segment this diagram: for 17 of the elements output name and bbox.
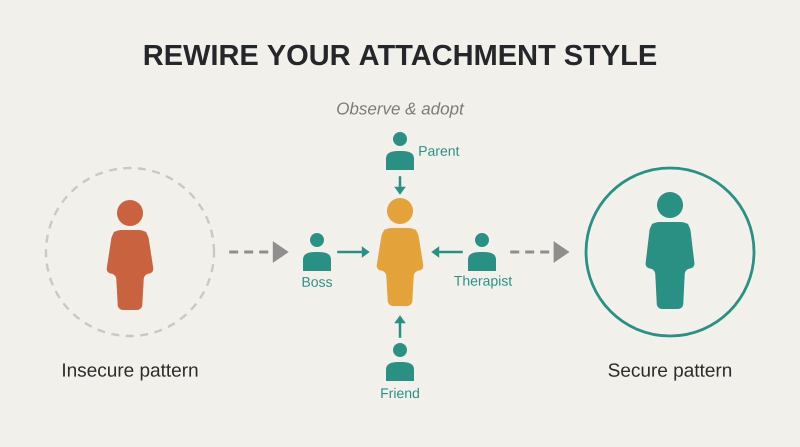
person-icon xyxy=(468,233,496,271)
person-icon xyxy=(386,132,414,170)
person-icon xyxy=(303,233,331,271)
person-label: Boss xyxy=(302,277,332,287)
section-label: Observe & adopt xyxy=(337,102,464,118)
circle-outline xyxy=(584,166,756,338)
person-label: Friend xyxy=(381,388,419,398)
title: REWIRE YOUR ATTACHMENT STYLE xyxy=(144,44,656,66)
person-figure xyxy=(376,198,424,306)
person-label: Parent xyxy=(419,146,460,156)
dashed-circle xyxy=(44,166,216,338)
pattern-label: Secure pattern xyxy=(608,363,732,381)
person-icon xyxy=(386,343,414,381)
pattern-label: Insecure pattern xyxy=(63,364,198,380)
person-label: Therapist xyxy=(454,275,512,289)
person-figure xyxy=(106,200,154,310)
person-figure xyxy=(646,192,694,309)
